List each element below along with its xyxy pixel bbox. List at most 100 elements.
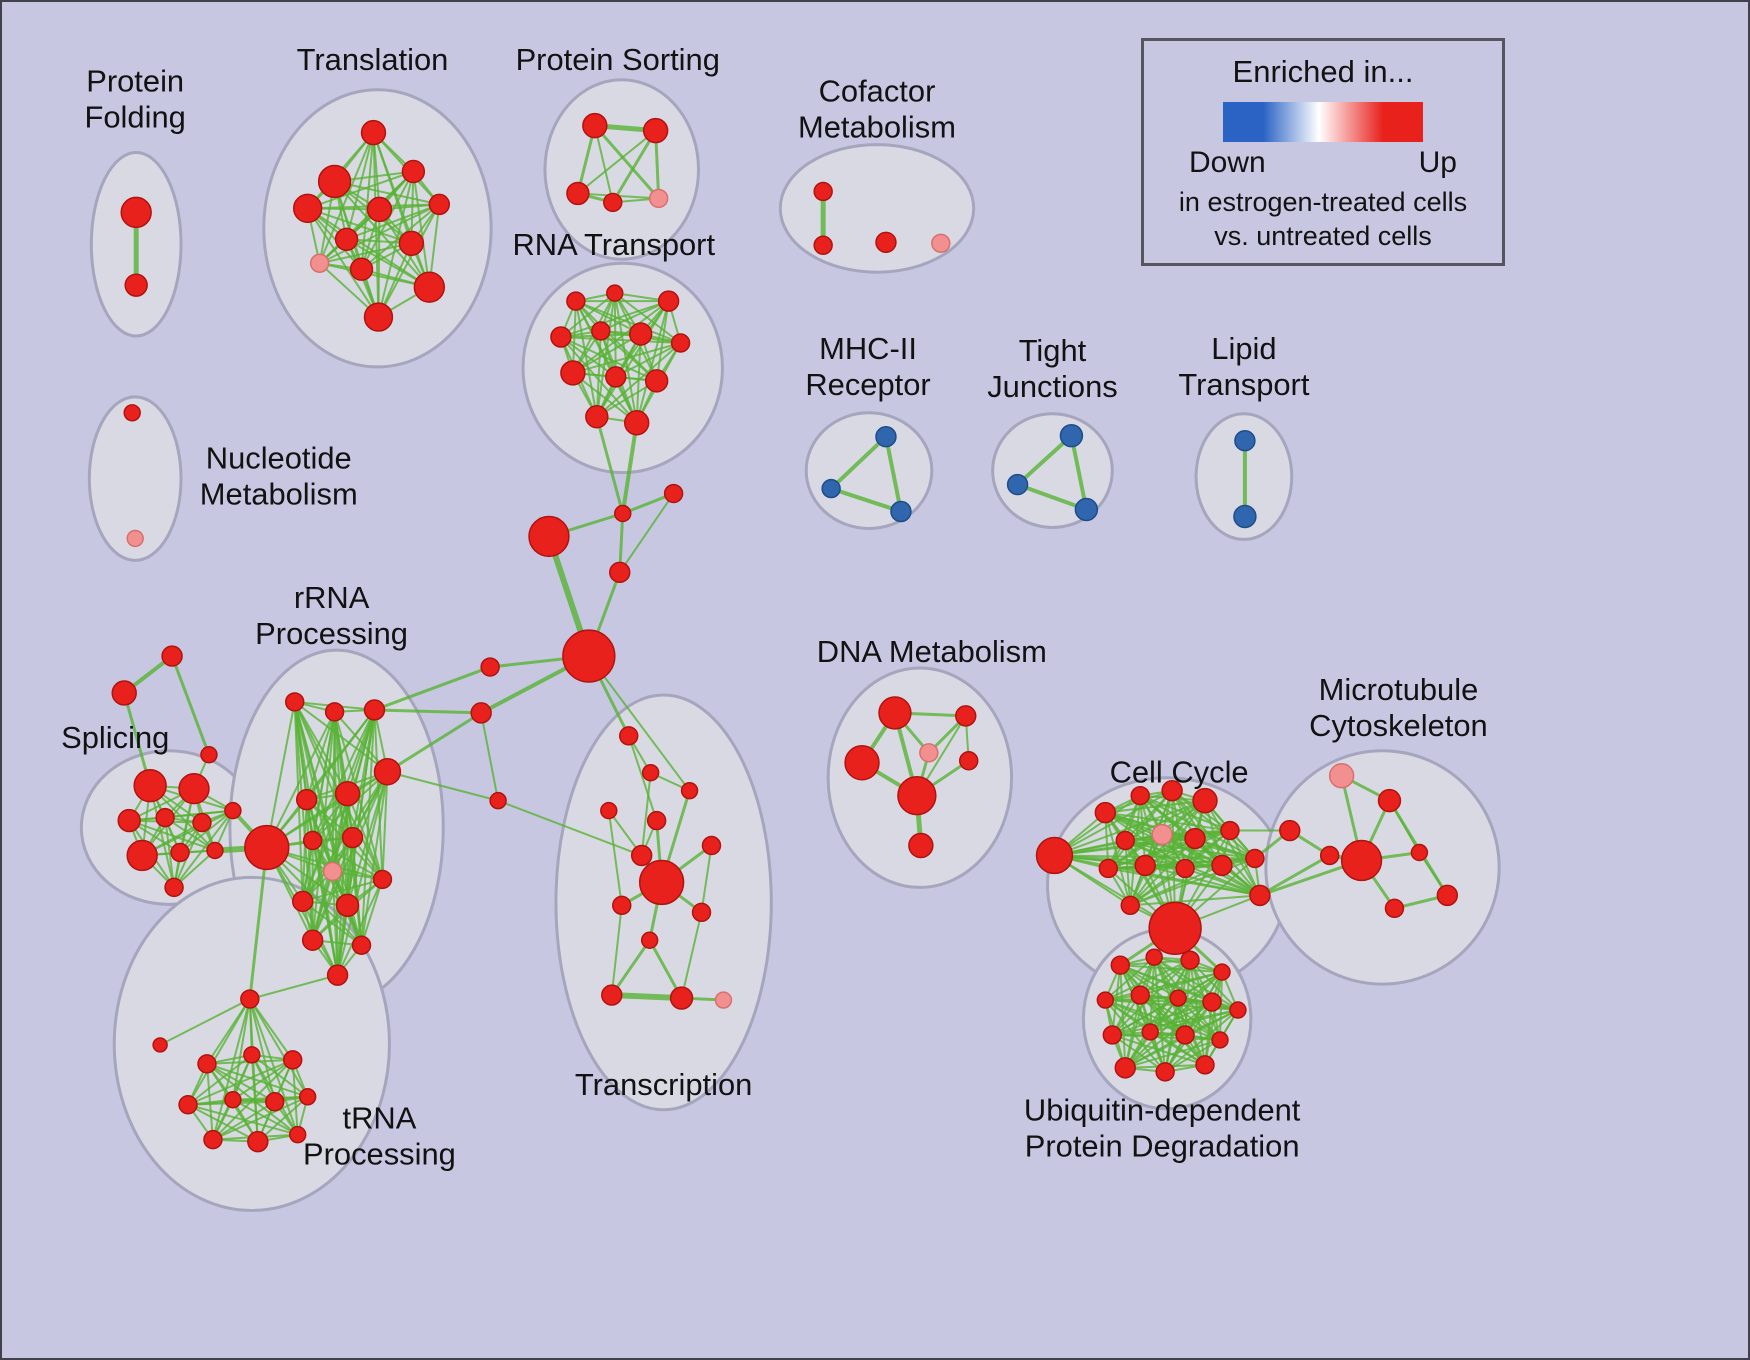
gene-set-node-rrna-processing[interactable] bbox=[295, 788, 318, 811]
gene-set-node-trna-processing[interactable] bbox=[265, 1092, 285, 1112]
gene-set-node-translation[interactable] bbox=[398, 230, 425, 257]
gene-set-node-lipid-transport[interactable] bbox=[1234, 429, 1256, 452]
gene-set-node-ubiquitin-degradation[interactable] bbox=[1202, 992, 1222, 1012]
gene-set-node-transcription[interactable] bbox=[646, 810, 667, 831]
gene-set-node-cofactor-metabolism[interactable] bbox=[875, 231, 897, 254]
gene-set-node-dna-metabolism[interactable] bbox=[908, 832, 934, 859]
gene-set-node-ubiquitin-degradation[interactable] bbox=[1141, 1023, 1159, 1041]
gene-set-node-translation[interactable] bbox=[292, 193, 323, 224]
gene-set-node-splicing[interactable] bbox=[206, 841, 224, 860]
gene-set-node-trna-processing[interactable] bbox=[178, 1095, 198, 1115]
gene-set-node-ubiquitin-degradation[interactable] bbox=[1110, 955, 1130, 975]
gene-set-node-transcription[interactable] bbox=[641, 764, 660, 782]
gene-set-node-rrna-processing[interactable] bbox=[291, 890, 314, 913]
gene-set-node-dna-metabolism[interactable] bbox=[959, 751, 979, 771]
gene-set-node-tight-junctions[interactable] bbox=[1074, 497, 1099, 522]
gene-set-node-translation[interactable] bbox=[360, 119, 387, 146]
gene-set-node-bridges[interactable] bbox=[609, 561, 631, 584]
gene-set-node-protein-sorting[interactable] bbox=[642, 117, 669, 144]
gene-set-node-rna-transport[interactable] bbox=[644, 369, 669, 393]
gene-set-node-splicing[interactable] bbox=[164, 877, 184, 898]
gene-set-node-ubiquitin-degradation[interactable] bbox=[1213, 963, 1231, 981]
gene-set-node-dna-metabolism[interactable] bbox=[844, 745, 880, 781]
gene-set-node-cell-cycle[interactable] bbox=[1249, 884, 1271, 907]
gene-set-node-rrna-processing[interactable] bbox=[334, 780, 361, 807]
gene-set-node-splicing[interactable] bbox=[155, 807, 175, 828]
gene-set-node-rrna-processing[interactable] bbox=[351, 935, 372, 955]
gene-set-node-microtubule-cytoskeleton[interactable] bbox=[1319, 845, 1340, 866]
gene-set-node-trna-processing[interactable] bbox=[203, 1129, 223, 1150]
gene-set-node-tight-junctions[interactable] bbox=[1059, 424, 1084, 448]
gene-set-node-transcription[interactable] bbox=[691, 902, 712, 923]
gene-set-node-bridges[interactable] bbox=[470, 702, 492, 724]
gene-set-node-translation[interactable] bbox=[401, 159, 426, 184]
gene-set-node-trna-processing[interactable] bbox=[282, 1050, 303, 1070]
gene-set-node-rrna-processing[interactable] bbox=[335, 893, 360, 918]
gene-set-node-protein-sorting[interactable] bbox=[566, 181, 590, 206]
gene-set-node-rna-transport[interactable] bbox=[606, 284, 624, 302]
gene-set-node-splicing[interactable] bbox=[126, 839, 158, 872]
gene-set-node-rrna-processing[interactable] bbox=[324, 702, 345, 722]
gene-set-node-transcription[interactable] bbox=[640, 931, 659, 949]
gene-set-node-ubiquitin-degradation[interactable] bbox=[1229, 1001, 1247, 1019]
gene-set-node-microtubule-cytoskeleton[interactable] bbox=[1436, 884, 1459, 907]
gene-set-node-cofactor-metabolism[interactable] bbox=[931, 233, 951, 254]
gene-set-node-transcription[interactable] bbox=[701, 835, 722, 856]
gene-set-node-ubiquitin-degradation[interactable] bbox=[1211, 1031, 1229, 1049]
gene-set-node-ubiquitin-degradation[interactable] bbox=[1169, 989, 1187, 1007]
gene-set-node-transcription[interactable] bbox=[612, 895, 632, 916]
gene-set-node-translation[interactable] bbox=[413, 271, 446, 303]
gene-set-node-trna-processing[interactable] bbox=[240, 989, 260, 1009]
gene-set-node-rna-transport[interactable] bbox=[657, 290, 680, 312]
gene-set-node-transcription[interactable] bbox=[601, 984, 623, 1006]
gene-set-node-cell-cycle[interactable] bbox=[1035, 836, 1074, 875]
gene-set-node-cell-cycle[interactable] bbox=[1175, 858, 1195, 879]
gene-set-node-cell-cycle[interactable] bbox=[1151, 823, 1173, 846]
gene-set-node-rrna-processing[interactable] bbox=[302, 830, 323, 851]
gene-set-node-transcription[interactable] bbox=[669, 986, 694, 1010]
gene-set-node-ubiquitin-degradation[interactable] bbox=[1130, 985, 1150, 1005]
gene-set-node-microtubule-cytoskeleton[interactable] bbox=[1340, 839, 1383, 882]
gene-set-node-bridges[interactable] bbox=[489, 791, 507, 810]
gene-set-node-rrna-processing[interactable] bbox=[322, 861, 343, 882]
gene-set-node-splicing[interactable] bbox=[117, 808, 141, 833]
gene-set-node-translation[interactable] bbox=[366, 196, 393, 223]
gene-set-node-transcription[interactable] bbox=[600, 801, 618, 820]
gene-set-node-bridges[interactable] bbox=[200, 746, 218, 764]
gene-set-node-cell-cycle[interactable] bbox=[1115, 830, 1135, 851]
gene-set-node-rrna-processing[interactable] bbox=[244, 824, 290, 871]
gene-set-node-nucleotide-metabolism[interactable] bbox=[123, 404, 141, 422]
gene-set-node-ubiquitin-degradation[interactable] bbox=[1180, 950, 1200, 970]
gene-set-node-rrna-processing[interactable] bbox=[341, 826, 364, 849]
gene-set-node-cofactor-metabolism[interactable] bbox=[813, 235, 833, 256]
gene-set-node-bridges[interactable] bbox=[528, 515, 570, 558]
gene-set-node-rrna-processing[interactable] bbox=[301, 929, 324, 951]
gene-set-node-ubiquitin-degradation[interactable] bbox=[1145, 948, 1163, 966]
gene-set-node-trna-processing[interactable] bbox=[298, 1088, 317, 1106]
gene-set-node-lipid-transport[interactable] bbox=[1233, 504, 1257, 529]
gene-set-node-trna-processing[interactable] bbox=[288, 1125, 307, 1144]
gene-set-node-bridges[interactable] bbox=[562, 629, 616, 683]
gene-set-node-dna-metabolism[interactable] bbox=[878, 696, 912, 730]
gene-set-node-ubiquitin-degradation[interactable] bbox=[1155, 1062, 1175, 1082]
gene-set-node-nucleotide-metabolism[interactable] bbox=[126, 529, 144, 548]
gene-set-node-cell-cycle[interactable] bbox=[1134, 854, 1156, 877]
gene-set-node-translation[interactable] bbox=[334, 227, 359, 252]
gene-set-node-cell-cycle[interactable] bbox=[1094, 801, 1117, 824]
gene-set-node-rna-transport[interactable] bbox=[670, 333, 691, 353]
gene-set-node-ubiquitin-degradation[interactable] bbox=[1096, 991, 1115, 1009]
gene-set-node-ubiquitin-degradation[interactable] bbox=[1114, 1057, 1136, 1079]
gene-set-node-mhc-ii-receptor[interactable] bbox=[890, 500, 912, 523]
gene-set-node-ubiquitin-degradation[interactable] bbox=[1175, 1025, 1195, 1045]
gene-set-node-rna-transport[interactable] bbox=[605, 366, 627, 388]
gene-set-node-rna-transport[interactable] bbox=[628, 322, 653, 346]
gene-set-node-protein-sorting[interactable] bbox=[648, 188, 669, 209]
gene-set-node-tight-junctions[interactable] bbox=[1006, 473, 1029, 496]
gene-set-node-translation[interactable] bbox=[428, 193, 451, 216]
gene-set-node-translation[interactable] bbox=[309, 253, 330, 273]
gene-set-node-transcription[interactable] bbox=[630, 844, 653, 867]
gene-set-node-bridges[interactable] bbox=[480, 657, 500, 677]
gene-set-node-transcription[interactable] bbox=[638, 859, 685, 906]
gene-set-node-rrna-processing[interactable] bbox=[372, 869, 393, 890]
gene-set-node-bridges[interactable] bbox=[614, 504, 632, 523]
